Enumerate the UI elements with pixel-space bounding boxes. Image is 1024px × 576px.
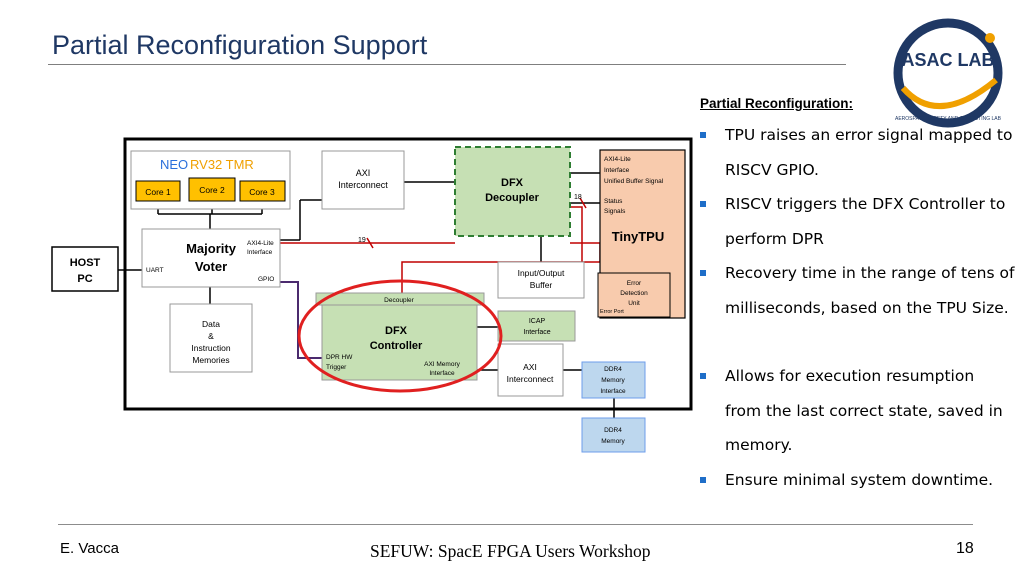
bullet-item: Ensure minimal system downtime. (700, 463, 1010, 499)
dfx-decoupler-label-1: DFX (501, 177, 524, 189)
axi4lite-iface-label-1: AXI4-Lite (247, 240, 274, 247)
footer-author: E. Vacca (60, 540, 119, 557)
uart-label: UART (146, 267, 164, 274)
core-1-label: Core 1 (145, 187, 171, 197)
ddr4-memory-interface-box (581, 361, 646, 399)
signal-19-label: 19 (358, 237, 366, 244)
ddr4-iface-label-3: Interface (600, 388, 626, 395)
ddr4-memory-label-1: DDR4 (604, 427, 622, 434)
decoupler-port-box (315, 292, 485, 306)
bullet-text: TPU raises an error signal mapped to RIS… (725, 126, 1013, 179)
bullet-item: TPU raises an error signal mapped to RIS… (700, 118, 1013, 188)
axi-interconnect-top-label-1: AXI (356, 168, 371, 178)
io-buffer-label-2: Buffer (530, 280, 553, 290)
icap-label-2: Interface (523, 329, 550, 336)
axi-memory-interface-label-1: AXI Memory (424, 361, 461, 368)
core-1-box (135, 180, 181, 202)
dfx-controller-box (321, 297, 478, 381)
ddr4-iface-label-1: DDR4 (604, 366, 622, 373)
axi-memory-interface-label-2: Interface (429, 370, 455, 377)
bullet-square-icon (700, 201, 706, 207)
data-instruction-memories-box (169, 303, 253, 373)
gpio-wire (280, 281, 322, 359)
axi4lite-unified-label-1: AXI4-Lite (604, 156, 631, 163)
page-number: 18 (956, 540, 974, 557)
icap-interface-box (497, 310, 576, 342)
tinytpu-label: TinyTPU (612, 229, 665, 244)
bullet-item: Allows for execution resumption from the… (700, 359, 1010, 463)
bullet-text: Recovery time in the range of tens of mi… (725, 264, 1015, 317)
dfx-controller-label-1: DFX (385, 325, 408, 337)
axi4lite-unified-label-3: Unified Buffer Signal (604, 178, 664, 185)
bullet-square-icon (700, 270, 706, 276)
logo-text: ASAC LAB (902, 50, 995, 70)
host-pc-label-1: HOST (70, 257, 101, 269)
io-buffer-box (497, 261, 585, 299)
core-3-label: Core 3 (249, 187, 275, 197)
axi-interconnect-top-label-2: Interconnect (338, 180, 388, 190)
logo-ring-text: AEROSPACE SAFETY AND COMPUTING LAB (895, 116, 1002, 122)
title-divider (48, 64, 846, 65)
architecture-diagram: NEO RV32 TMR Core 1 Core 2 Core 3 AXI In… (51, 137, 693, 453)
bullet-square-icon (700, 132, 706, 138)
gpio-label: GPIO (258, 276, 274, 283)
error-detection-label-1: Error (627, 280, 642, 287)
footer-event: SEFUW: SpacE FPGA Users Workshop (370, 541, 651, 561)
bullet-item: Recovery time in the range of tens of mi… (700, 256, 1014, 360)
core-2-label: Core 2 (199, 185, 225, 195)
bullet-square-icon (700, 477, 706, 483)
ddr4-iface-label-2: Memory (601, 377, 625, 384)
dpr-hw-trigger-label-2: Trigger (326, 364, 347, 371)
error-port-label: Error Port (600, 309, 624, 315)
host-pc-label-2: PC (77, 273, 92, 285)
status-signals-label-1: Status (604, 198, 623, 205)
axi-interconnect-top (321, 150, 405, 210)
axi-interconnect-bottom-label-1: AXI (523, 362, 537, 372)
dpr-hw-trigger-label-1: DPR HW (326, 354, 353, 361)
decoupler-label: Decoupler (384, 297, 414, 304)
dfx-controller-highlight (297, 279, 503, 393)
axi4lite-unified-label-2: Interface (604, 167, 630, 174)
io-buffer-label-1: Input/Output (518, 268, 565, 278)
majority-voter-label-2: Voter (195, 259, 227, 274)
logo-ring (893, 18, 1003, 128)
logo-dot (985, 33, 995, 43)
majority-voter-label-1: Majority (186, 241, 237, 256)
bullet-text: RISCV triggers the DFX Controller to per… (725, 195, 1006, 248)
icap-label-1: ICAP (529, 318, 546, 325)
asac-lab-logo: ASAC LAB AEROSPACE SAFETY AND COMPUTING … (893, 18, 1003, 128)
dfx-controller-label-2: Controller (370, 340, 423, 352)
slide-title: Partial Reconfiguration Support (52, 30, 428, 60)
memories-label-3: Instruction (191, 343, 230, 353)
memories-label-1: Data (202, 319, 220, 329)
core-2-box (188, 177, 236, 202)
axi-interconnect-bottom (497, 343, 564, 397)
core-3-box (239, 180, 286, 202)
dfx-decoupler-box (454, 146, 571, 237)
fpga-frame (123, 137, 693, 411)
memories-label-2: & (208, 331, 214, 341)
bullet-text: Ensure minimal system downtime. (725, 471, 994, 489)
bullet-square-icon (700, 373, 706, 379)
axi4lite-iface-label-2: Interface (247, 249, 273, 256)
memories-label-4: Memories (192, 355, 229, 365)
neorv32-neo-label: NEO (160, 157, 188, 172)
neorv32-rv-label: RV32 TMR (190, 157, 254, 172)
majority-voter-box (141, 228, 281, 288)
logo-swoosh (900, 77, 998, 110)
bullet-item: RISCV triggers the DFX Controller to per… (700, 187, 1010, 257)
ddr4-memory-label-2: Memory (601, 438, 625, 445)
signal-18-label: 18 (574, 194, 582, 201)
bullet-text: Allows for execution resumption from the… (725, 367, 1003, 454)
status-signals-label-2: Signals (604, 208, 626, 215)
ddr4-memory-box (581, 417, 646, 453)
error-detection-label-3: Unit (628, 300, 640, 307)
axi-interconnect-bottom-label-2: Interconnect (507, 374, 554, 384)
error-detection-label-2: Detection (620, 290, 648, 297)
section-heading: Partial Reconfiguration: (700, 96, 854, 111)
footer-divider (58, 524, 973, 525)
host-pc-box (51, 246, 119, 292)
dfx-decoupler-label-2: Decoupler (485, 192, 540, 204)
error-detection-box (597, 272, 671, 318)
